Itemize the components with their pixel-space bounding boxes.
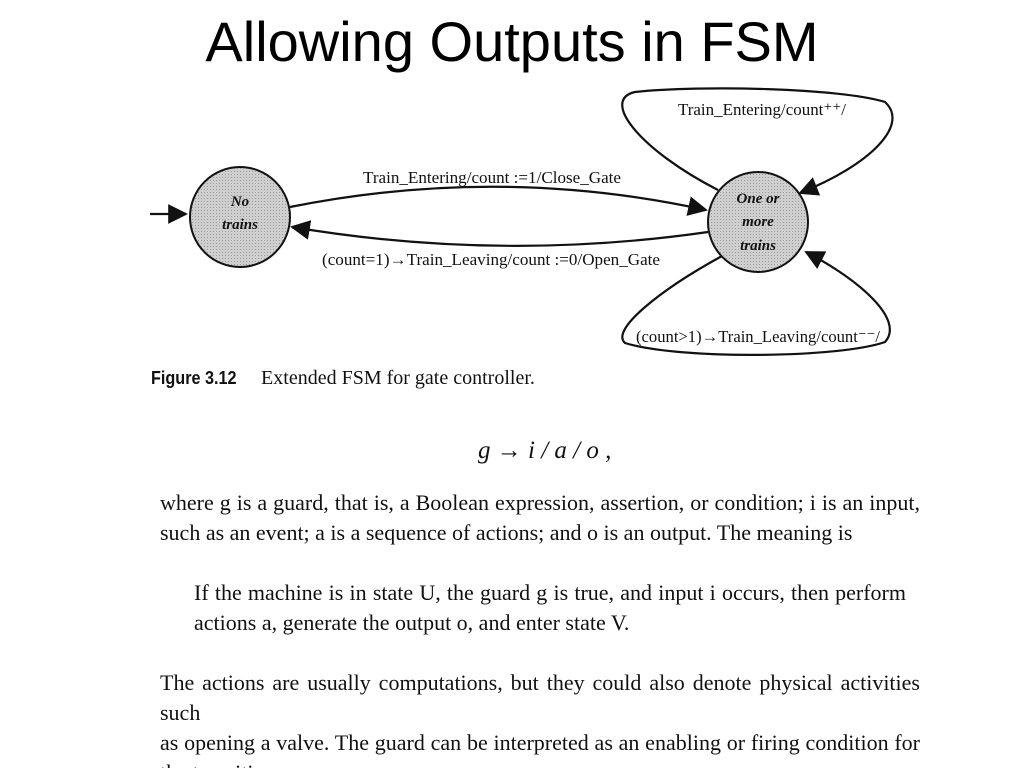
figure-caption-text: Extended FSM for gate controller. [261, 367, 535, 389]
state-one-or-more-trains-circle [707, 171, 809, 273]
state-one-or-more-trains-label-line-2: more [742, 214, 774, 230]
actions-paragraph: The actions are usually computations, bu… [160, 668, 920, 768]
slide-title: Allowing Outputs in FSM [205, 10, 819, 73]
actions-line-1: The actions are usually computations, bu… [160, 670, 920, 725]
transition-top-self-loop-arrow [621, 87, 894, 196]
transition-top-self-loop-label: Train_Entering/count⁺⁺/ [678, 100, 846, 119]
state-no-trains-circle [189, 166, 291, 268]
definition-paragraph: where g is a guard, that is, a Boolean e… [160, 488, 920, 548]
state-no-trains: No trains [189, 166, 291, 268]
transition-leave-last-label: (count=1)→Train_Leaving/count :=0/Open_G… [322, 250, 660, 269]
state-one-or-more-trains: One or more trains [707, 171, 809, 273]
state-no-trains-label-line-1: No [230, 194, 249, 210]
definition-line-2: such as an event; a is a sequence of act… [160, 520, 853, 545]
actions-line-3: the transition. [160, 758, 920, 768]
meaning-line-1: If the machine is in state U, the guard … [194, 580, 906, 605]
transition-enter-first-label: Train_Entering/count :=1/Close_Gate [363, 168, 621, 187]
transition-bottom-self-loop-arrow [621, 251, 891, 356]
meaning-paragraph: If the machine is in state U, the guard … [194, 578, 906, 638]
state-no-trains-label-line-2: trains [222, 217, 258, 233]
definition-line-1: where g is a guard, that is, a Boolean e… [160, 490, 920, 515]
figure-label: Figure 3.12 [151, 368, 237, 388]
fsm-diagram: No trains One or more trains Train_Enter… [150, 87, 894, 356]
transition-enter-first-arrow [289, 185, 708, 216]
guard-formula: g → i / a / o , [478, 437, 612, 464]
figure-caption: Figure 3.12 Extended FSM for gate contro… [151, 364, 535, 392]
transition-bottom-self-loop-label: (count>1)→Train_Leaving/count⁻⁻/ [636, 327, 880, 346]
actions-line-2: as opening a valve. The guard can be int… [160, 730, 920, 755]
state-one-or-more-trains-label-line-3: trains [740, 238, 776, 254]
meaning-line-2: actions a, generate the output o, and en… [194, 610, 630, 635]
transition-leave-last-arrow [290, 220, 709, 247]
state-one-or-more-trains-label-line-1: One or [737, 191, 780, 207]
